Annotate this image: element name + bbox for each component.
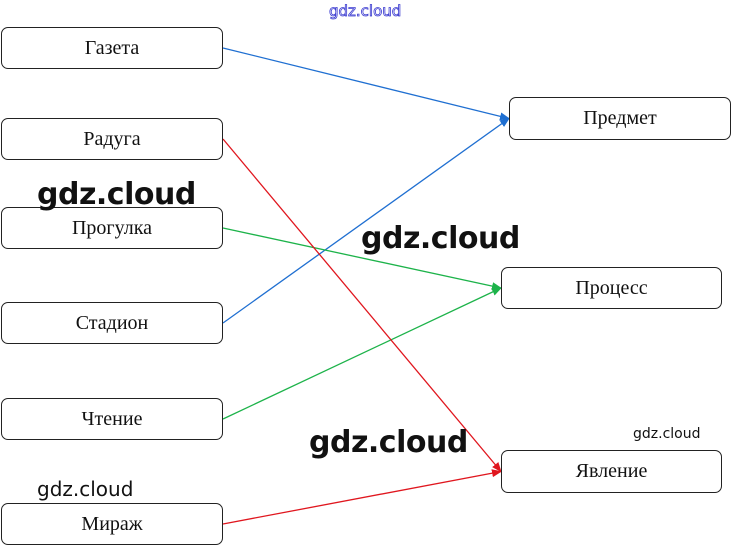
node-stadion: Стадион [1, 302, 223, 344]
watermark-lower-left: gdz.cloud [37, 477, 134, 501]
node-label: Радуга [83, 127, 141, 150]
node-raduga: Радуга [1, 118, 223, 160]
watermark-left-middle: gdz.cloud [37, 177, 196, 212]
node-process: Процесс [501, 267, 722, 309]
node-mirazh: Мираж [1, 503, 223, 545]
node-label: Чтение [81, 407, 143, 430]
node-label: Газета [84, 36, 140, 59]
node-label: Прогулка [71, 216, 153, 239]
node-predmet: Предмет [509, 97, 731, 140]
node-label: Процесс [575, 276, 648, 299]
watermark-right-small: gdz.cloud [633, 426, 701, 442]
watermark-top: gdz.cloud [329, 2, 402, 21]
connector-chtenie-to-process [222, 287, 502, 420]
node-chtenie: Чтение [1, 398, 223, 440]
node-label: Стадион [75, 311, 149, 334]
connector-stadion-to-predmet [222, 117, 510, 324]
node-progulka: Прогулка [1, 207, 223, 249]
connector-gazeta-to-predmet [222, 47, 510, 121]
connector-mirazh-to-yavlenie [222, 469, 502, 525]
node-gazeta: Газета [1, 27, 223, 69]
node-label: Предмет [583, 107, 657, 129]
watermark-center: gdz.cloud [361, 221, 520, 256]
watermark-lower-center: gdz.cloud [309, 425, 468, 460]
node-yavlenie: Явление [501, 450, 722, 493]
connector-progulka-to-process [222, 227, 502, 291]
node-label: Явление [575, 460, 648, 482]
node-label: Мираж [81, 512, 143, 535]
connector-raduga-to-yavlenie [222, 138, 502, 473]
